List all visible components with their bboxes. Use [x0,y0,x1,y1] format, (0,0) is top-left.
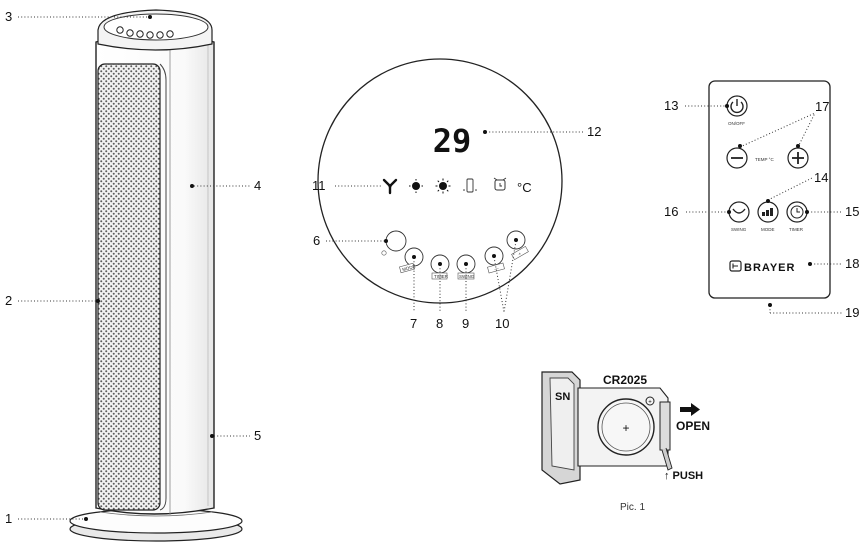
callout-17: 17 [738,99,829,148]
unit-celsius: °C [517,180,532,195]
svg-text:10: 10 [495,316,509,331]
temp-down-touch-button[interactable]: — [484,246,505,274]
tower-base [69,508,243,542]
callout-1: 1 [5,511,88,526]
callout-8: 8 [436,262,443,331]
callout-4: 4 [190,178,261,193]
callout-6: 6 [313,233,388,248]
svg-text:11: 11 [312,178,326,193]
svg-text:16: 16 [664,204,678,219]
callout-16: 16 [664,204,731,219]
callout-15: 15 [805,204,859,219]
brayer-logo: BRAYER [729,260,795,274]
callout-5: 5 [210,428,261,443]
svg-text:19: 19 [845,305,859,320]
callout-3: 3 [5,9,152,24]
callout-18: 18 [808,256,859,271]
callout-13: 13 [664,98,729,113]
svg-text:13: 13 [664,98,678,113]
open-label: OPEN [676,419,710,433]
svg-text:SWING: SWING [459,274,475,279]
figure-caption: Pic. 1 [620,502,645,513]
svg-text:1: 1 [5,511,12,526]
svg-text:4: 4 [254,178,261,193]
push-label: ↑ PUSH [664,470,703,482]
indicator-icons: °C [382,177,532,195]
callout-14: 14 [766,170,828,203]
svg-text:3: 3 [5,9,12,24]
battery-diagram: SN + + CR2025 OPEN ↑ PUSH [541,371,710,485]
svg-text:MODE: MODE [761,227,775,232]
remote-temp-down-button[interactable] [726,147,748,169]
svg-text:7: 7 [410,316,417,331]
callout-10: 10 [492,238,518,331]
timer-icon [493,177,507,191]
remote-power-button[interactable]: ON/OFF [726,95,748,126]
callout-19: 19 [768,303,859,320]
front-grille [97,63,161,511]
coin-cell [597,398,655,456]
remote-swing-button[interactable]: SWING [728,201,750,232]
sn-label: SN [555,391,570,403]
control-panel-diagram: 29 °C [317,58,563,304]
svg-text:+: + [648,400,652,406]
svg-text:TIMER: TIMER [434,274,449,279]
svg-text:9: 9 [462,316,469,331]
svg-text:8: 8 [436,316,443,331]
svg-text:+: + [517,251,522,257]
heat-high-icon [435,178,451,194]
remote-temp-label: TEMP °C [755,157,774,162]
battery-model: CR2025 [603,373,647,387]
svg-text:+: + [622,421,629,435]
svg-text:12: 12 [587,124,601,139]
top-control-panel [97,9,213,51]
remote-timer-button[interactable]: TIMER [786,201,808,232]
svg-text:2: 2 [5,293,12,308]
svg-text:18: 18 [845,256,859,271]
svg-text:6: 6 [313,233,320,248]
svg-text:—: — [494,265,500,271]
callout-9: 9 [462,262,469,331]
svg-text:17: 17 [815,99,829,114]
callout-12: 12 [483,124,601,139]
open-arrow-icon [680,403,700,416]
heat-low-icon [409,179,423,193]
svg-text:BRAYER: BRAYER [744,262,795,274]
svg-text:15: 15 [845,204,859,219]
remote-temp-up-button[interactable] [787,147,809,169]
svg-text:ON/OFF: ON/OFF [728,121,745,126]
temperature-display: 29 [433,122,472,160]
tower-heater [69,9,243,542]
svg-text:SWING: SWING [731,227,747,232]
callout-7: 7 [410,255,417,331]
svg-text:TIMER: TIMER [789,227,804,232]
fan-icon [382,178,398,195]
svg-text:5: 5 [254,428,261,443]
callout-11: 11 [312,178,381,193]
remote-control: ON/OFF TEMP °C SWING MODE TI [708,80,831,299]
swing-icon [463,178,477,193]
svg-text:14: 14 [814,170,828,185]
callout-2: 2 [5,293,100,308]
svg-text:MODE: MODE [402,264,416,272]
